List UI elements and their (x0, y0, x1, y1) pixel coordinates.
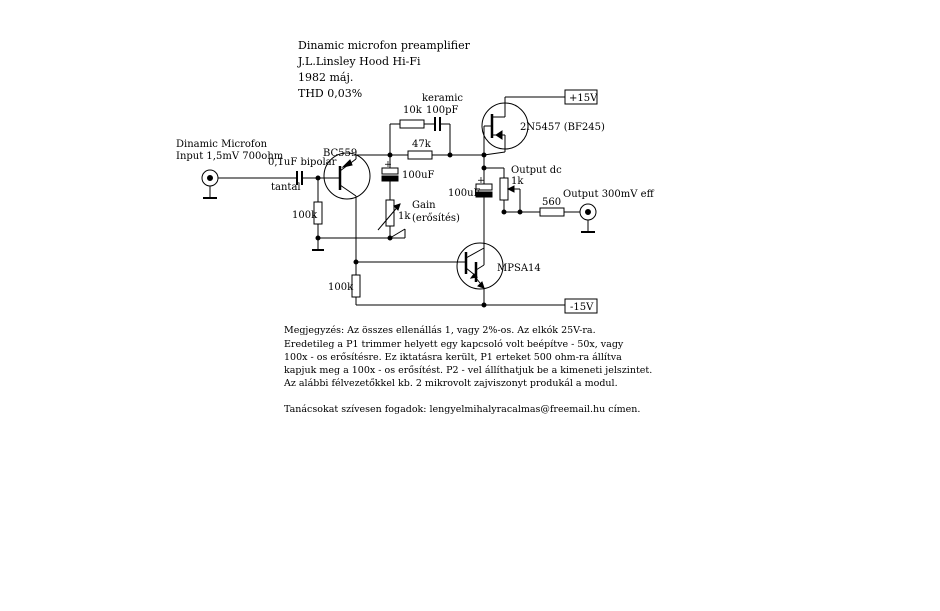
input-capacitor-label: 0,1uF bipolar (268, 157, 337, 168)
gain-label: Gain (412, 200, 436, 211)
feedback-capacitor-type: keramic (422, 93, 463, 104)
feedback-capacitor-label: 100pF (426, 105, 458, 116)
bias-resistor-label: 100k (292, 210, 318, 221)
transistor-q2 (456, 242, 504, 290)
q1-label: BC559 (323, 148, 357, 159)
input-capacitor-type: tantal (271, 182, 301, 193)
jfet-label: 2N5457 (BF245) (520, 122, 605, 133)
feedback-resistor-47k-label: 47k (412, 139, 432, 150)
input-label-2: Input 1,5mV 700ohm (176, 151, 284, 162)
output-dc-trimmer-label: 1k (511, 176, 524, 187)
feedback-resistor-10k-label: 10k (403, 105, 423, 116)
title-line-3: 1982 máj. (298, 71, 353, 84)
input-connector (201, 169, 219, 199)
output-dc-label: Output dc (511, 165, 562, 176)
negative-rail-label: -15V (570, 302, 594, 313)
feedback-resistor-10k (399, 119, 425, 129)
output-connector (579, 203, 597, 233)
output-dc-trimmer (499, 177, 509, 201)
q2-label: MPSA14 (497, 263, 541, 274)
note-line-5: Az alábbi félvezetőkkel kb. 2 mikrovolt … (283, 378, 618, 389)
emitter-capacitor-label: 100uF (402, 170, 435, 181)
output-capacitor-plus: + (477, 175, 485, 186)
note-line-4: kapjuk meg a 100x - os erősítést. P2 - v… (284, 365, 652, 376)
gain-pot-label: 1k (398, 211, 411, 222)
output-resistor-label: 560 (542, 197, 561, 208)
positive-rail-label: +15V (569, 93, 598, 104)
emitter-capacitor-plus: + (384, 159, 392, 170)
title-line-2: J.L.Linsley Hood Hi-Fi (297, 55, 421, 68)
jfet-current-source (481, 97, 529, 152)
note-line-1: Megjegyzés: Az összes ellenállás 1, vagy… (284, 325, 596, 336)
note-contact: Tanácsokat szívesen fogadok: lengyelmiha… (284, 404, 640, 415)
negative-rail (564, 298, 598, 314)
title-block: Dinamic microfon preamplifier J.L.Linsle… (297, 39, 471, 100)
note-line-2: Eredetileg a P1 trimmer helyett egy kapc… (284, 339, 624, 350)
transistor-q1 (323, 152, 371, 200)
feedback-resistor-47k (407, 150, 433, 160)
title-line-1: Dinamic microfon preamplifier (298, 39, 471, 52)
note-line-3: 100x - os erősítésre. Ez iktatásra kerül… (284, 352, 622, 363)
base-resistor-label: 100k (328, 282, 354, 293)
input-label-1: Dinamic Microfon (176, 139, 268, 150)
output-capacitor-label: 100uF (448, 188, 481, 199)
title-line-4: THD 0,03% (298, 87, 362, 100)
notes-block: Megjegyzés: Az összes ellenállás 1, vagy… (283, 325, 652, 415)
output-resistor (539, 207, 565, 217)
gain-label-sub: (erősítés) (412, 213, 460, 224)
output-label: Output 300mV eff (563, 189, 655, 200)
base-resistor (351, 274, 361, 298)
positive-rail (564, 89, 598, 105)
